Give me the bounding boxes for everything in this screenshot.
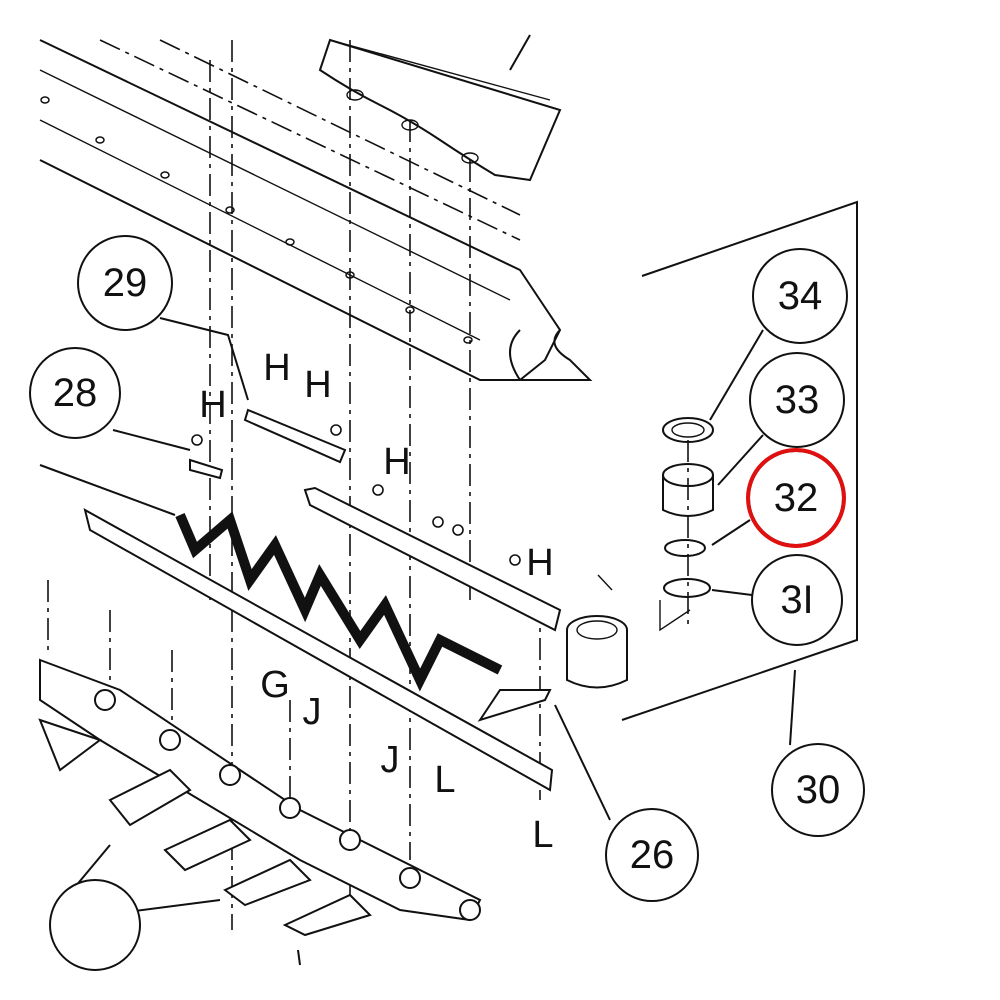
letter-l: L: [532, 814, 553, 856]
callout-label: 26: [630, 833, 675, 877]
callout-label: 34: [778, 274, 823, 318]
letter-j: J: [303, 691, 322, 733]
letter-h: H: [526, 542, 553, 584]
callout-label: 29: [103, 261, 148, 305]
callout-30[interactable]: 30: [771, 743, 865, 837]
leader-lines: [39, 317, 796, 821]
callout-partial: [49, 879, 141, 971]
letter-l: L: [434, 759, 455, 801]
cutter-bar-rail: [39, 39, 593, 381]
guards: [38, 658, 482, 966]
letter-j: J: [381, 739, 400, 781]
knife-back: [83, 486, 562, 792]
callout-label: 33: [775, 378, 820, 422]
highlight-ring: [746, 448, 846, 548]
callout-label: 32: [774, 476, 819, 520]
callout-28[interactable]: 28: [29, 347, 121, 439]
letter-h: H: [263, 347, 290, 389]
callout-label: 28: [53, 371, 98, 415]
callout-29[interactable]: 29: [77, 235, 173, 331]
callout-33[interactable]: 33: [749, 352, 845, 448]
letter-h: H: [304, 364, 331, 406]
callout-label: 3I: [780, 578, 813, 622]
knife-head: [566, 615, 628, 689]
callout-26[interactable]: 26: [605, 808, 699, 902]
callout-32[interactable]: 32: [746, 448, 846, 548]
knife-sections: [175, 511, 552, 722]
callout-31[interactable]: 3I: [751, 554, 843, 646]
top-hold-down-plate: [318, 34, 562, 182]
letter-h: H: [383, 441, 410, 483]
letter-h: H: [199, 384, 226, 426]
hold-down-clips: [189, 408, 521, 566]
callout-label: 30: [796, 768, 841, 812]
bushing-kit-outline: [597, 200, 858, 721]
callout-34[interactable]: 34: [752, 248, 848, 344]
letter-g: G: [260, 664, 290, 706]
